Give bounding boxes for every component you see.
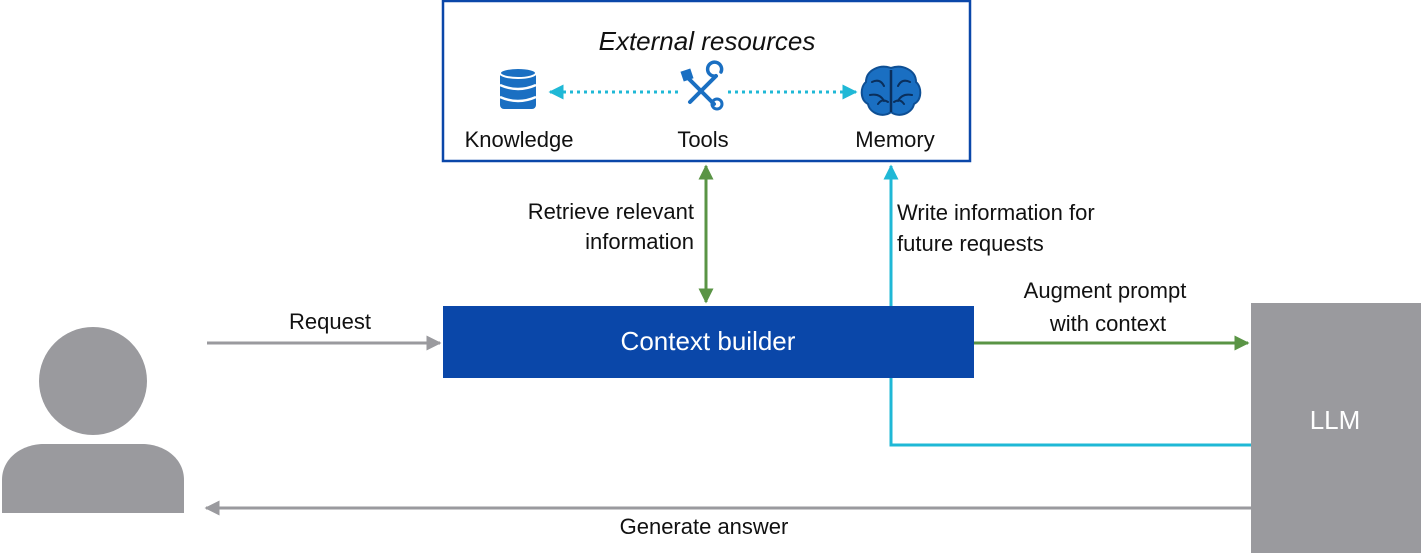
write-label-line1: Write information for xyxy=(897,200,1095,225)
database-icon xyxy=(499,67,537,109)
write-label-line2: future requests xyxy=(897,231,1044,256)
memory-label: Memory xyxy=(855,127,934,152)
write-memory-arrow xyxy=(883,164,1252,447)
augment-label-line2: with context xyxy=(1049,311,1166,336)
request-label: Request xyxy=(289,309,371,334)
external-resources-box: External resources Knowledge Tools Memor… xyxy=(441,0,972,163)
retrieve-label-line1: Retrieve relevant xyxy=(528,199,694,224)
knowledge-label: Knowledge xyxy=(465,127,574,152)
context-builder-label: Context builder xyxy=(621,326,796,356)
llm-label: LLM xyxy=(1310,405,1361,435)
llm-node: LLM xyxy=(1251,303,1421,553)
context-builder-node: Context builder xyxy=(443,306,974,378)
tools-icon xyxy=(680,60,724,111)
augment-label-line1: Augment prompt xyxy=(1024,278,1187,303)
tools-label: Tools xyxy=(677,127,728,152)
user-icon xyxy=(2,327,184,513)
external-resources-title: External resources xyxy=(599,26,816,56)
retrieve-label-line2: information xyxy=(585,229,694,254)
generate-label: Generate answer xyxy=(620,514,789,539)
brain-icon xyxy=(860,65,922,116)
